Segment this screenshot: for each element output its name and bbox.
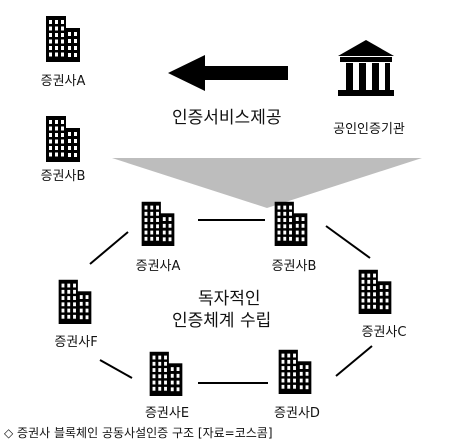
center-text-line2: 인증체계 수립 bbox=[172, 311, 272, 331]
service-label: 인증서비스제공 bbox=[172, 108, 282, 128]
figure-caption: ◇ 증권사 블록체인 공동사설인증 구조 [자료=코스콤] bbox=[4, 426, 273, 440]
building-icon-node-f bbox=[58, 279, 92, 324]
building-icon-node-b bbox=[274, 201, 308, 246]
node-f-label: 증권사F bbox=[54, 335, 98, 350]
network-links bbox=[89, 219, 373, 384]
node-a-label: 증권사A bbox=[135, 259, 181, 274]
building-icon-node-c bbox=[358, 269, 392, 314]
link-c-d bbox=[335, 345, 373, 377]
link-e-f bbox=[99, 359, 133, 379]
building-icon-top-b bbox=[46, 116, 80, 162]
authority-building-icon bbox=[338, 40, 394, 96]
node-c-label: 증권사C bbox=[361, 325, 407, 340]
node-d-label: 증권사D bbox=[274, 406, 320, 421]
node-e-label: 증권사E bbox=[144, 406, 190, 421]
link-f-a bbox=[89, 231, 129, 265]
funnel-shape bbox=[112, 158, 422, 208]
building-icon-node-e bbox=[149, 351, 183, 396]
left-arrow-icon bbox=[168, 55, 288, 91]
broker-a-top-label: 증권사A bbox=[40, 74, 86, 89]
center-text-line1: 독자적인 bbox=[198, 289, 261, 309]
link-b-c bbox=[325, 225, 371, 259]
building-icon-node-a bbox=[141, 201, 175, 246]
building-icon-top-a bbox=[46, 16, 80, 62]
building-icon-node-d bbox=[278, 349, 312, 394]
authority-label: 공인인증기관 bbox=[333, 122, 405, 137]
node-b-label: 증권사B bbox=[271, 259, 317, 274]
broker-b-top-label: 증권사B bbox=[40, 169, 86, 184]
